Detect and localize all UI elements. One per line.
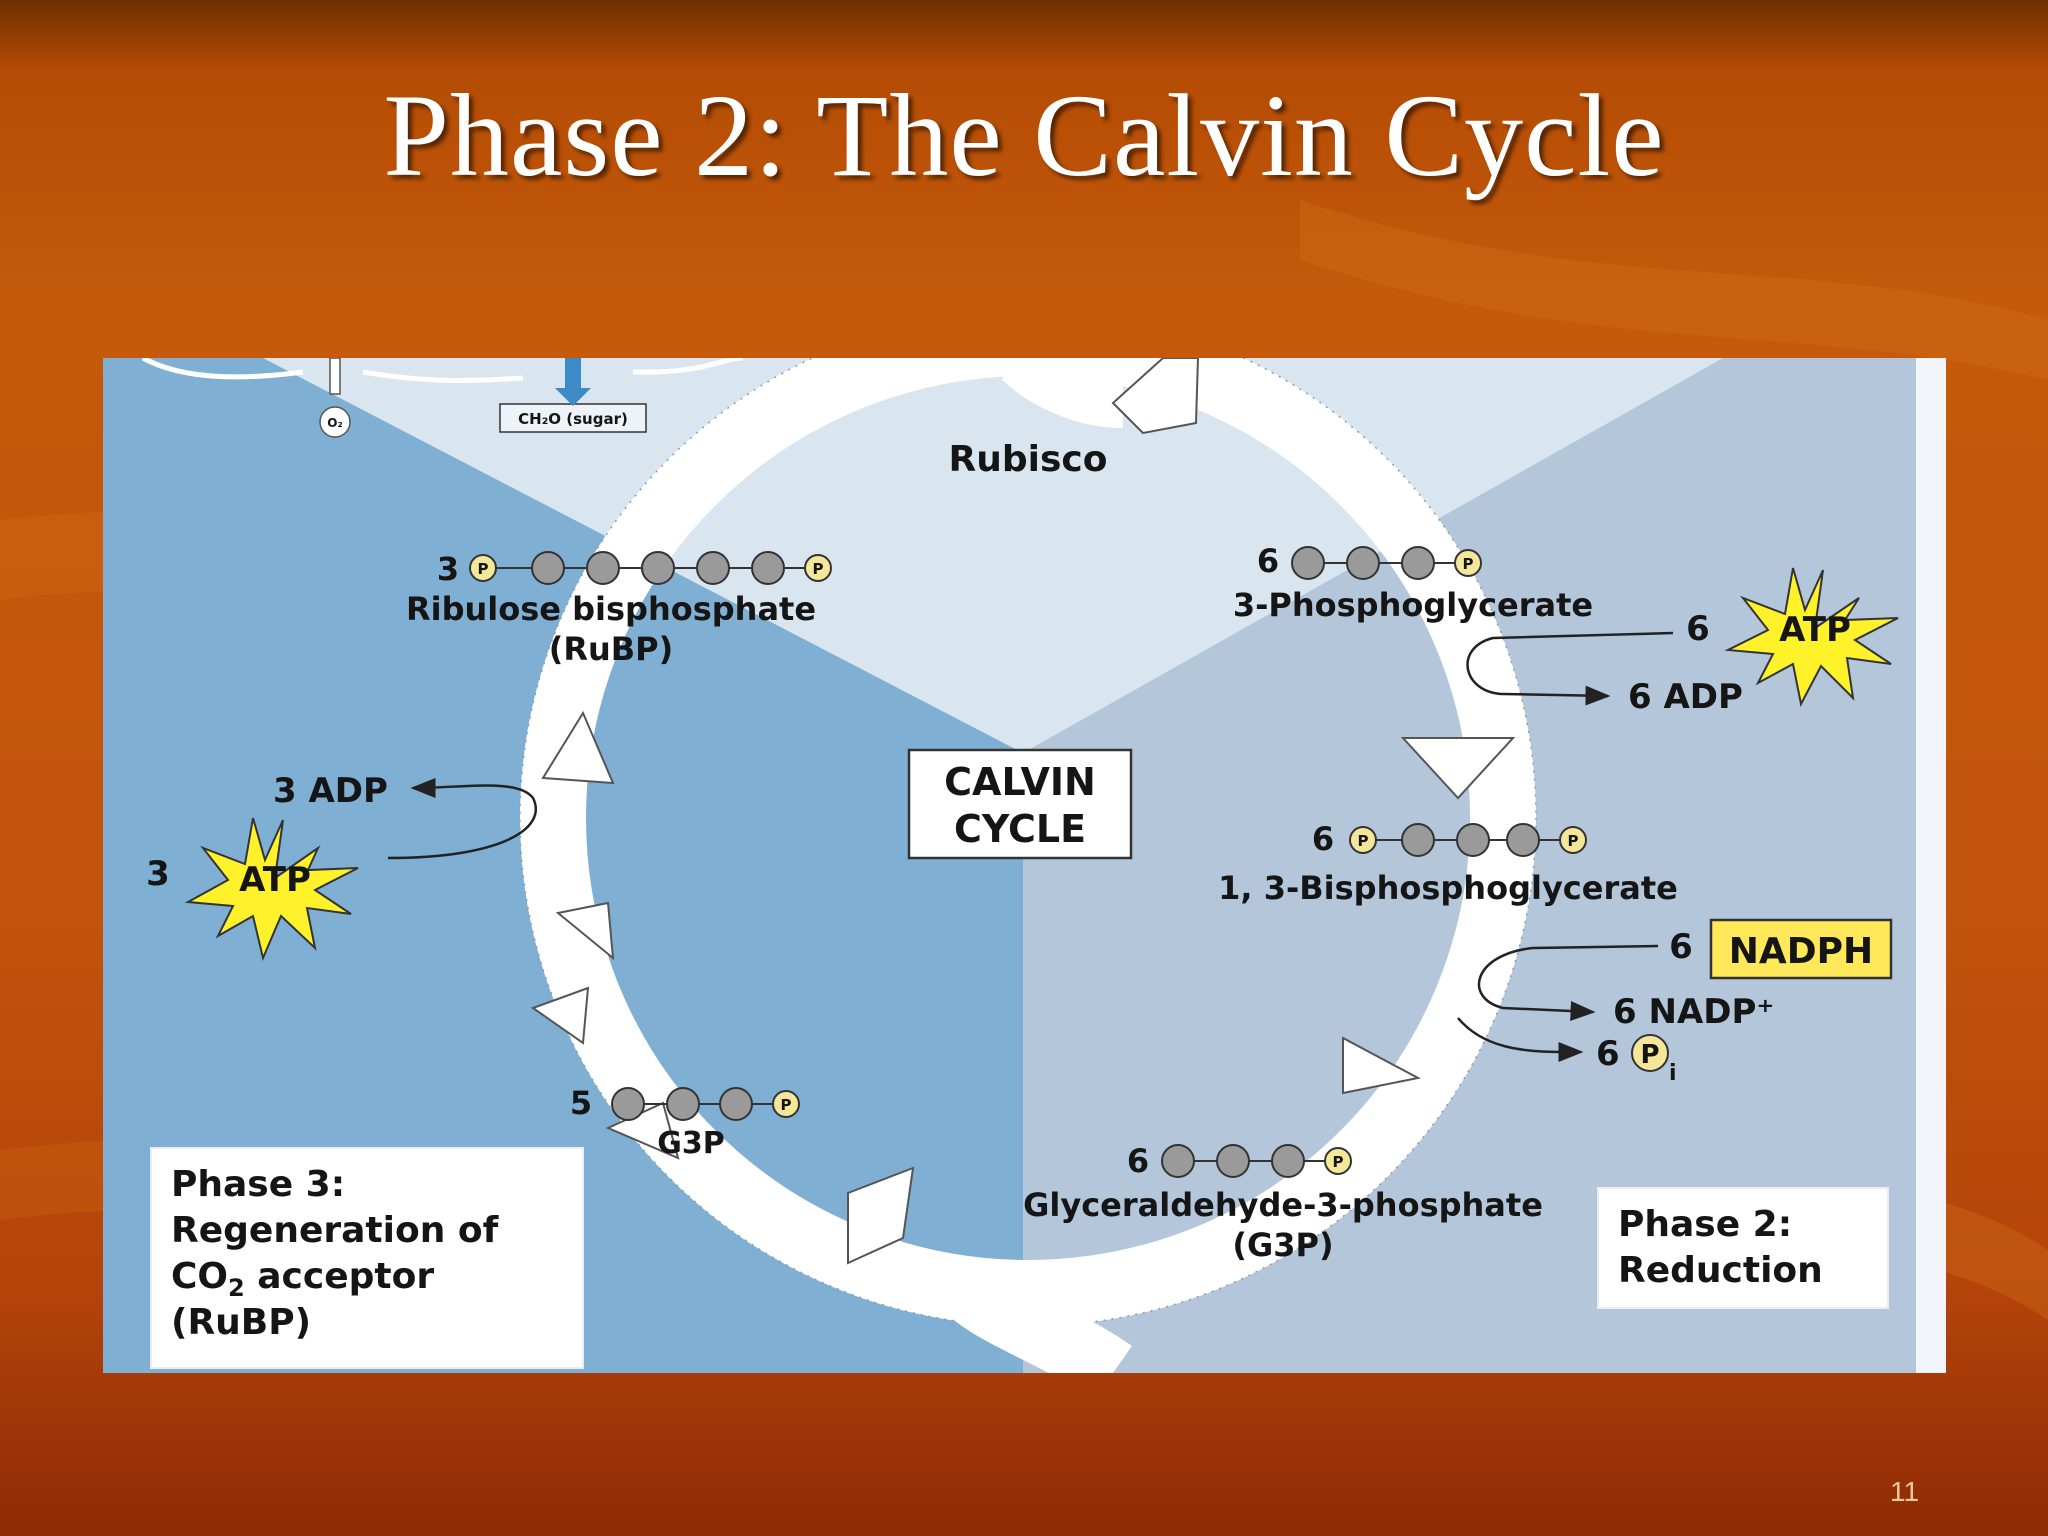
sugar-arrow bbox=[565, 358, 581, 394]
calvin-label-line2: CYCLE bbox=[954, 807, 1086, 851]
cycle-exit-stem bbox=[951, 1266, 1132, 1373]
nadph-label: NADPH bbox=[1729, 931, 1873, 972]
phase3-line3-co: CO bbox=[171, 1256, 228, 1297]
atp-right-label: ATP bbox=[1779, 610, 1851, 650]
atp-left-arrow bbox=[387, 777, 538, 860]
atp-right-star bbox=[1724, 567, 1899, 707]
g3p-recycle-count: 5 bbox=[570, 1084, 592, 1122]
phosphate-letter: P bbox=[1333, 1153, 1344, 1171]
bpg-name: 1, 3-Bisphosphoglycerate bbox=[1218, 869, 1678, 907]
oxygen-label: O₂ bbox=[327, 416, 342, 430]
ring-arrow-left-4 bbox=[541, 710, 615, 785]
phase3-line1: Phase 3: bbox=[171, 1164, 345, 1205]
phosphate-letter: P bbox=[478, 560, 489, 578]
phase2-line1: Phase 2: bbox=[1618, 1204, 1792, 1245]
phase3-line2: Regeneration of bbox=[171, 1210, 499, 1251]
pga-molecule bbox=[1291, 546, 1482, 580]
cycle-ring-outer-edge bbox=[519, 358, 1537, 1327]
adp-right-label: 6 ADP bbox=[1628, 677, 1743, 717]
g3p-recycle-name: G3P bbox=[657, 1126, 725, 1161]
top-entry-stem bbox=[1001, 358, 1125, 428]
phase3-line3-subscript: 2 bbox=[228, 1274, 245, 1302]
phosphate-letter: P bbox=[1568, 832, 1579, 850]
phosphate-letter: P bbox=[1463, 555, 1474, 573]
pi-letter: P bbox=[1640, 1040, 1659, 1070]
ring-arrow-left-2 bbox=[530, 986, 590, 1045]
phase3-line3: CO2 acceptor bbox=[171, 1256, 434, 1302]
nadph-count: 6 bbox=[1669, 927, 1693, 967]
phosphate-icon bbox=[772, 1090, 800, 1118]
g3p-recycle-molecule bbox=[611, 1087, 800, 1121]
phase3-box bbox=[150, 1147, 584, 1369]
ring-arrow-bottom bbox=[847, 1166, 915, 1265]
ring-arrow-right-lower bbox=[1342, 1036, 1421, 1095]
pga-name: 3-Phosphoglycerate bbox=[1233, 586, 1593, 624]
phosphate-icon bbox=[1559, 826, 1587, 854]
calvin-label-line1: CALVIN bbox=[944, 760, 1096, 804]
phosphate-icon bbox=[1454, 549, 1482, 577]
sugar-box bbox=[499, 403, 647, 433]
phosphate-letter: P bbox=[813, 560, 824, 578]
phosphate-icon bbox=[1324, 1147, 1352, 1175]
phase3-line4: (RuBP) bbox=[171, 1302, 311, 1343]
pi-arrow bbox=[1457, 1017, 1584, 1062]
phosphate-icon bbox=[1349, 826, 1377, 854]
rubp-count: 3 bbox=[437, 550, 459, 588]
phase2-box bbox=[1597, 1187, 1889, 1309]
g3p-abbr: (G3P) bbox=[1232, 1226, 1333, 1264]
atp-right-count: 6 bbox=[1686, 609, 1710, 649]
ring-arrow-left-3 bbox=[555, 901, 615, 961]
g3p-name: Glyceraldehyde-3-phosphate bbox=[1023, 1186, 1543, 1224]
atp-right-arrow bbox=[1466, 631, 1674, 706]
adp-left-label: 3 ADP bbox=[273, 771, 388, 811]
rubp-molecule bbox=[469, 551, 832, 585]
pi-count: 6 bbox=[1596, 1034, 1620, 1074]
sugar-arrowhead bbox=[555, 388, 591, 406]
ring-arrow-top bbox=[1111, 358, 1200, 435]
pi-phosphate-icon bbox=[1631, 1034, 1669, 1072]
phase2-line2: Reduction bbox=[1618, 1250, 1823, 1291]
g3p-molecule bbox=[1161, 1144, 1352, 1178]
bpg-molecule bbox=[1349, 823, 1587, 857]
oxygen-circle bbox=[319, 406, 351, 438]
right-border-strip bbox=[1916, 358, 1946, 1373]
slide-title: Phase 2: The Calvin Cycle bbox=[383, 70, 1665, 201]
enzyme-label: Rubisco bbox=[949, 439, 1108, 480]
sugar-label: CH₂O (sugar) bbox=[518, 410, 628, 428]
atp-left-count: 3 bbox=[146, 854, 170, 894]
nadph-box bbox=[1709, 918, 1893, 980]
phosphate-letter: P bbox=[1358, 832, 1369, 850]
slide-number: 11 bbox=[1890, 1476, 1920, 1507]
phosphate-icon bbox=[469, 554, 497, 582]
bpg-count: 6 bbox=[1312, 820, 1334, 858]
phase3-line3-rest: acceptor bbox=[245, 1256, 435, 1297]
pi-subscript: i bbox=[1669, 1061, 1677, 1086]
rubp-abbr: (RuBP) bbox=[549, 630, 674, 668]
calvin-cycle-diagram: CH₂O (sugar) O₂ Rubisco CALVIN CYCLE 3 P… bbox=[103, 358, 1946, 1373]
nadp-label: 6 NADP⁺ bbox=[1613, 992, 1774, 1032]
pga-count: 6 bbox=[1257, 542, 1279, 580]
nadph-arrow bbox=[1477, 944, 1659, 1021]
rubp-name: Ribulose bisphosphate bbox=[406, 590, 816, 628]
oxygen-stem bbox=[329, 358, 341, 395]
top-outline bbox=[141, 358, 744, 383]
g3p-count: 6 bbox=[1127, 1142, 1149, 1180]
ring-arrow-right-upper bbox=[1400, 737, 1516, 800]
atp-left-star bbox=[184, 817, 359, 962]
atp-left-label: ATP bbox=[239, 860, 311, 900]
calvin-cycle-box bbox=[907, 748, 1133, 860]
phosphate-letter: P bbox=[781, 1096, 792, 1114]
phosphate-icon bbox=[804, 554, 832, 582]
